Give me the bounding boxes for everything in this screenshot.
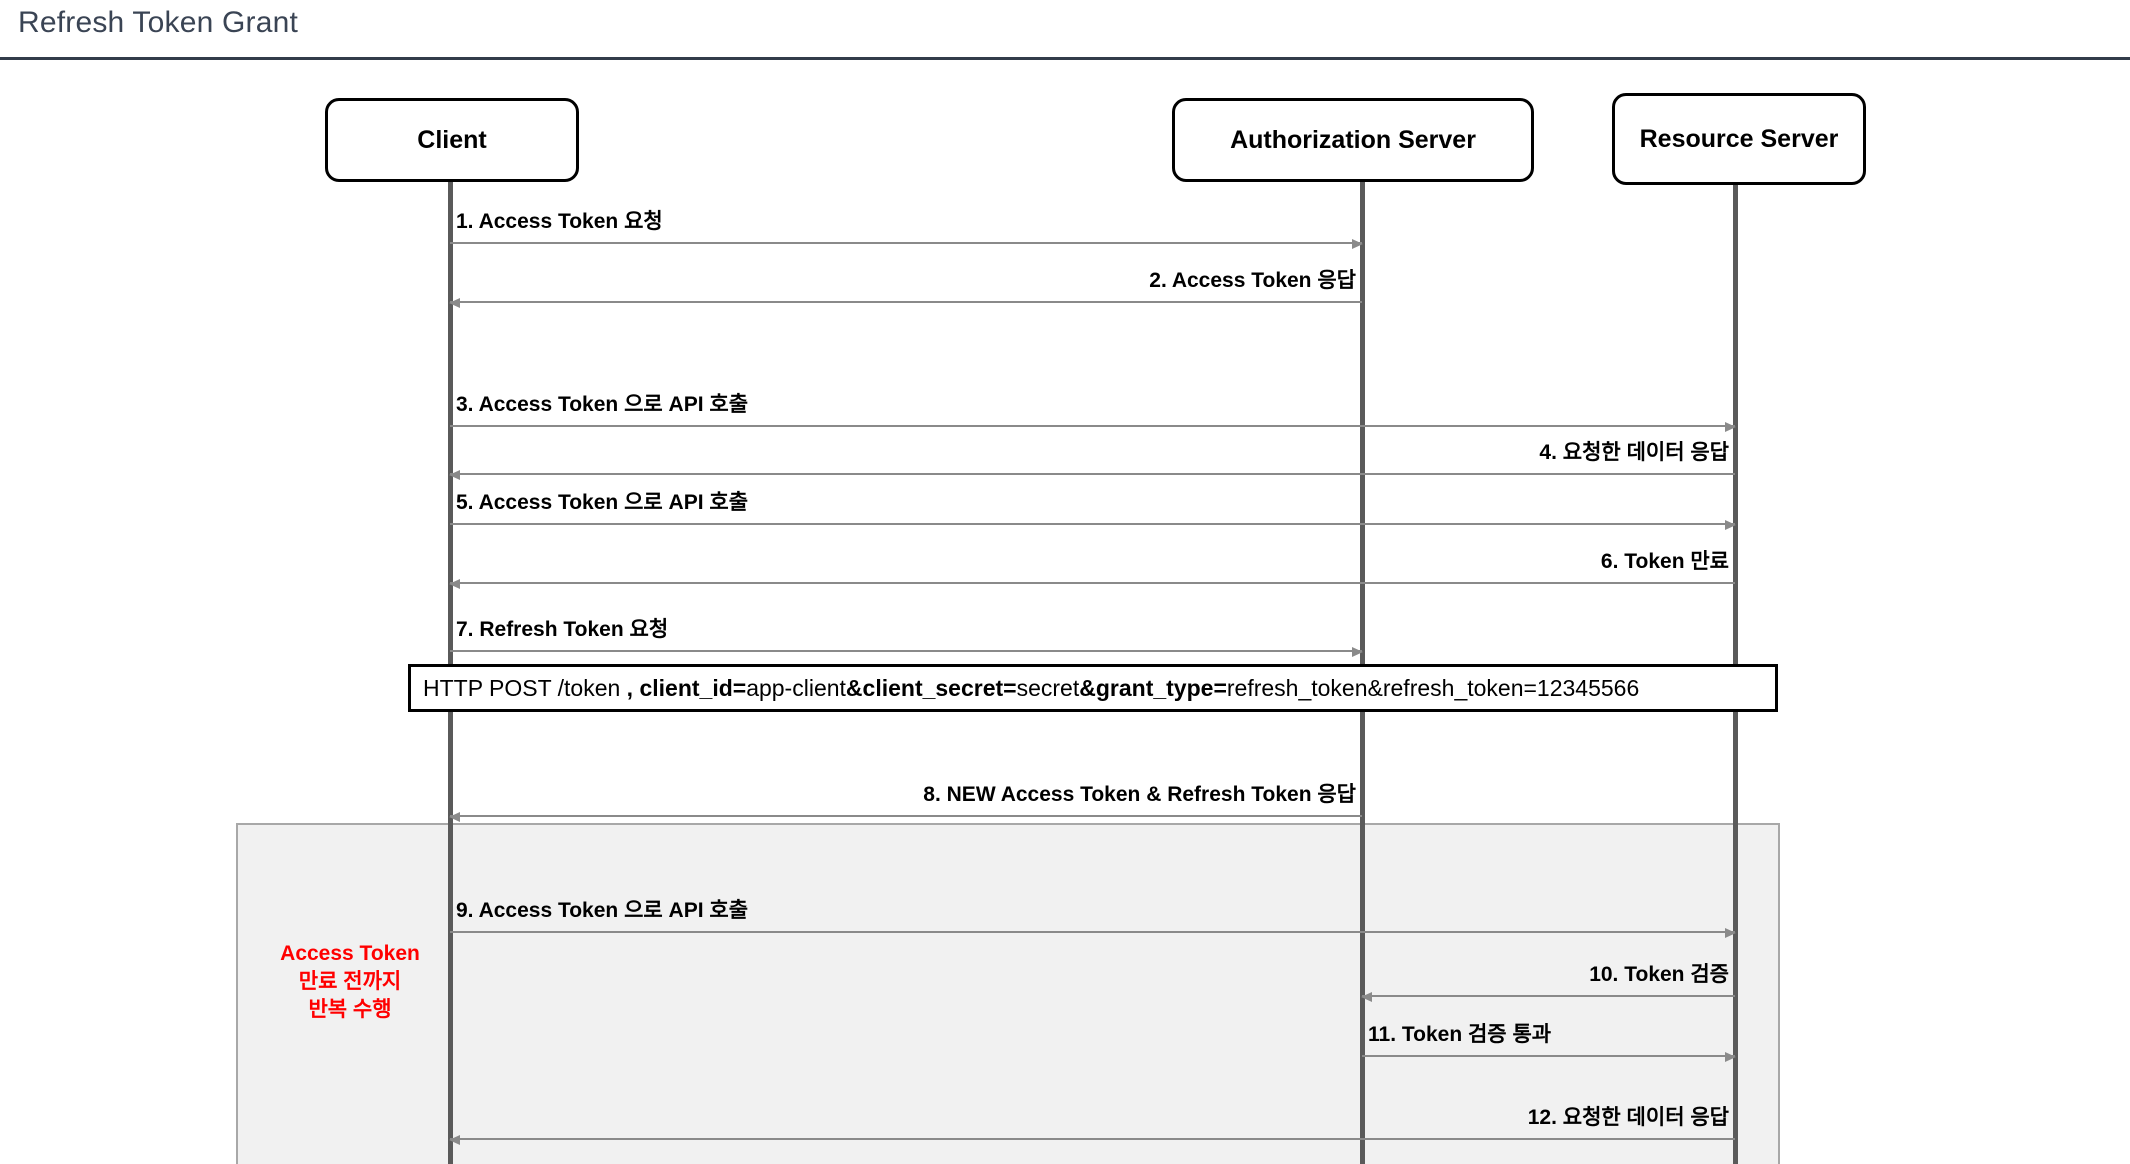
arrowhead-right-icon: [1725, 1052, 1736, 1062]
message-4-line: [449, 470, 1735, 480]
message-1-line: [450, 239, 1363, 249]
message-4-label: 4. 요청한 데이터 응답: [1539, 441, 1729, 464]
message-2-label: 2. Access Token 응답: [1149, 269, 1356, 292]
message-10-label: 10. Token 검증: [1589, 963, 1729, 986]
message-6-label: 6. Token 만료: [1600, 550, 1729, 573]
message-8-line: [449, 812, 1362, 822]
sequence-diagram-canvas: Client Authorization Server Resource Ser…: [0, 60, 2130, 1164]
message-7-line: [450, 647, 1363, 657]
message-6-line: [449, 579, 1735, 589]
message-2-line: [449, 298, 1362, 308]
participant-client-label: Client: [417, 125, 487, 154]
http-post-note-text: HTTP POST /token , client_id=app-client&…: [423, 675, 1640, 701]
arrowhead-right-icon: [1725, 422, 1736, 432]
message-1-label: 1. Access Token 요청: [456, 210, 663, 233]
message-12-line: [449, 1135, 1735, 1145]
message-7-label: 7. Refresh Token 요청: [456, 618, 669, 641]
message-5-line: [450, 520, 1736, 530]
message-8-label: 8. NEW Access Token & Refresh Token 응답: [923, 783, 1356, 806]
arrowhead-right-icon: [1725, 520, 1736, 530]
arrowhead-left-icon: [449, 579, 460, 589]
message-9-line: [450, 928, 1736, 938]
message-3-label: 3. Access Token 으로 API 호출: [456, 393, 749, 416]
message-5-label: 5. Access Token 으로 API 호출: [456, 491, 749, 514]
title-bar: Refresh Token Grant: [0, 0, 2130, 60]
message-9-label: 9. Access Token 으로 API 호출: [456, 899, 749, 922]
arrowhead-right-icon: [1352, 647, 1363, 657]
participant-authorization-server-label: Authorization Server: [1230, 125, 1476, 154]
participant-authorization-server[interactable]: Authorization Server: [1172, 98, 1534, 182]
message-11-label: 11. Token 검증 통과: [1368, 1023, 1552, 1046]
http-post-note: HTTP POST /token , client_id=app-client&…: [408, 664, 1778, 712]
arrowhead-right-icon: [1725, 928, 1736, 938]
arrowhead-left-icon: [449, 298, 460, 308]
message-12-label: 12. 요청한 데이터 응답: [1527, 1106, 1729, 1129]
participant-client[interactable]: Client: [325, 98, 579, 182]
message-3-line: [450, 422, 1736, 432]
arrowhead-right-icon: [1352, 239, 1363, 249]
message-10-line: [1361, 992, 1735, 1002]
loop-fragment-box: [236, 823, 1780, 1164]
arrowhead-left-icon: [449, 470, 460, 480]
participant-resource-server[interactable]: Resource Server: [1612, 93, 1866, 185]
arrowhead-left-icon: [1361, 992, 1372, 1002]
loop-fragment-label: Access Token 만료 전까지 반복 수행: [280, 942, 420, 1021]
message-11-line: [1362, 1052, 1736, 1062]
page-title: Refresh Token Grant: [18, 6, 299, 39]
participant-resource-server-label: Resource Server: [1639, 124, 1839, 153]
arrowhead-left-icon: [449, 812, 460, 822]
arrowhead-left-icon: [449, 1135, 460, 1145]
